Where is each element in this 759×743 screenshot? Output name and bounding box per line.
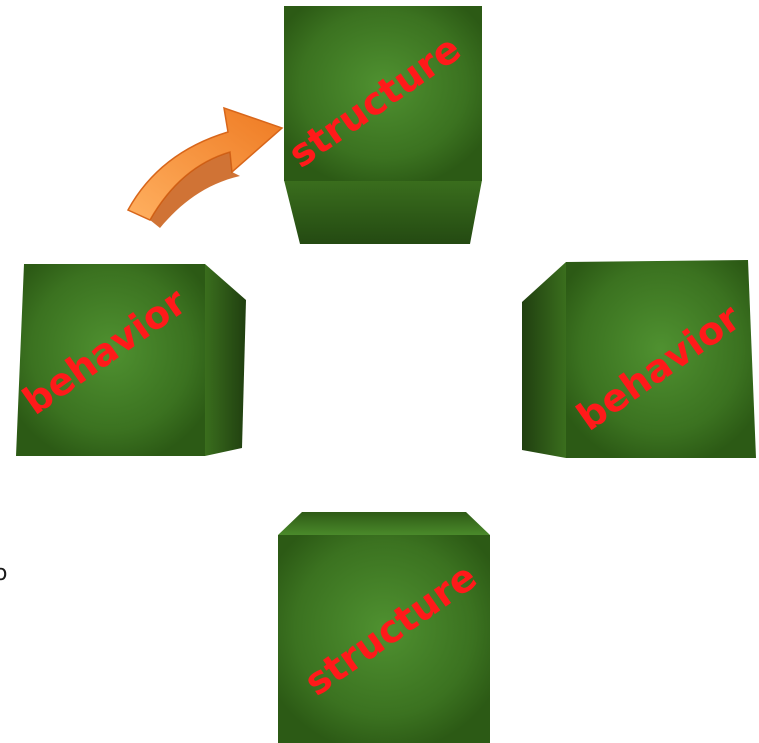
cube-left-right-side	[205, 264, 246, 456]
cube-top: structure	[280, 6, 482, 244]
edge-text-fragment: o	[0, 561, 7, 586]
cube-right: behavior	[522, 260, 756, 458]
cube-bottom-top-side	[278, 512, 490, 535]
curved-arrow-icon	[128, 108, 282, 228]
cube-left: behavior	[15, 264, 246, 456]
cube-bottom: structure	[278, 512, 490, 743]
cube-top-bottom-side	[284, 180, 482, 244]
cube-right-left-side	[522, 262, 566, 458]
